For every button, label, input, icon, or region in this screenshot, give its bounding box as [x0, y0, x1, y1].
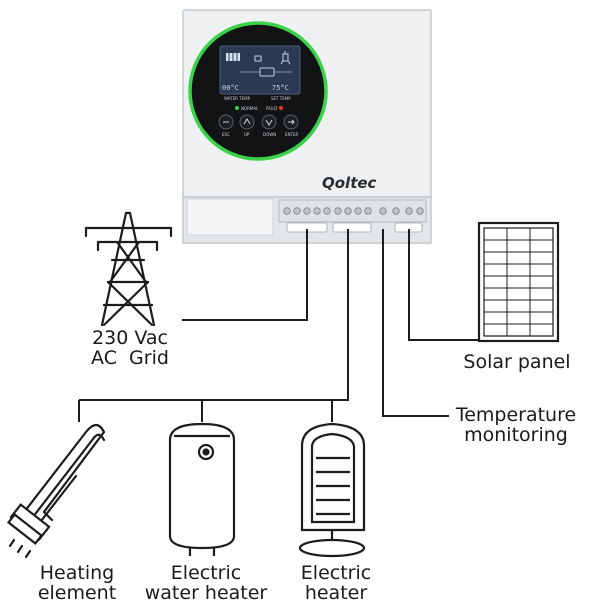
terminal-screw	[354, 207, 362, 215]
heating-element-label-line-2: element	[37, 582, 117, 604]
solar-label-line-1: Solar panel	[463, 351, 571, 373]
grid-label-line-1: 230 Vac	[92, 327, 168, 349]
temperature-wire	[382, 229, 449, 417]
terminal-screw	[416, 207, 424, 215]
water-heater-label-line-2: water heater	[144, 582, 268, 604]
esc-label: ESC	[222, 132, 230, 137]
set-temp-label: SET TEMP	[271, 96, 291, 101]
grid-wire	[182, 229, 308, 321]
brand-logo: Qoltec	[322, 174, 377, 192]
temperature-label-line-2: monitoring	[464, 424, 568, 446]
heating-element-label-line-1: Heating	[39, 562, 115, 584]
esc-button[interactable]	[218, 114, 234, 130]
control-panel: 00°C 75°C WATER TEMP SET TEMP NORMAL FAU…	[188, 21, 328, 161]
lcd-solar-icon	[226, 53, 240, 61]
set-temp-value: 75°C	[272, 84, 289, 92]
lcd-plug-icon	[254, 55, 262, 62]
solar-label: Solar panel	[452, 352, 582, 372]
terminal-screw	[283, 207, 291, 215]
power-tower-icon	[84, 211, 173, 327]
terminal-screw	[405, 207, 413, 215]
terminal-screw	[313, 207, 321, 215]
fault-label: FAULT	[266, 106, 278, 111]
controller-unit: 00°C 75°C WATER TEMP SET TEMP NORMAL FAU…	[182, 9, 432, 244]
heating-element-icon	[6, 423, 106, 559]
down-button[interactable]	[261, 114, 277, 130]
lcd-tower-icon	[280, 51, 291, 65]
water-heater-label: Electric water heater	[136, 563, 276, 603]
electric-heater-label: Electric heater	[286, 563, 386, 603]
enter-label: ENTER	[285, 132, 298, 137]
up-button[interactable]	[239, 114, 255, 130]
water-temp-value: 00°C	[222, 84, 239, 92]
terminal-block	[278, 199, 427, 233]
down-label: DOWN	[263, 132, 276, 137]
terminal-screw	[323, 207, 331, 215]
terminal-screw	[392, 207, 400, 215]
electric-heater-icon	[298, 422, 366, 558]
enter-button[interactable]	[283, 114, 299, 130]
normal-led	[235, 106, 239, 110]
temperature-label: Temperature monitoring	[446, 405, 586, 445]
normal-label: NORMAL	[241, 106, 259, 111]
heating-element-label: Heating element	[22, 563, 132, 603]
terminal-screw	[303, 207, 311, 215]
electric-heater-label-line-2: heater	[304, 582, 368, 604]
water-heater-label-line-1: Electric	[170, 562, 242, 584]
terminal-screw	[379, 207, 387, 215]
water-heater-icon	[168, 422, 236, 556]
solar-wire	[408, 229, 487, 341]
solar-panel-icon	[477, 221, 560, 343]
water-temp-label: WATER TEMP	[224, 96, 251, 101]
up-label: UP	[244, 132, 250, 137]
wiring	[78, 229, 487, 422]
grid-label: 230 Vac AC Grid	[80, 328, 180, 368]
terminal-screw	[364, 207, 372, 215]
electric-heater-label-line-1: Electric	[300, 562, 372, 584]
fault-led	[279, 106, 283, 110]
terminal-screw	[293, 207, 301, 215]
temperature-label-line-1: Temperature	[455, 404, 577, 426]
terminal-screw	[344, 207, 352, 215]
terminal-screw	[334, 207, 342, 215]
terminal-screws	[283, 207, 424, 215]
grid-label-line-2: AC Grid	[91, 347, 169, 369]
load-wire	[79, 229, 349, 401]
